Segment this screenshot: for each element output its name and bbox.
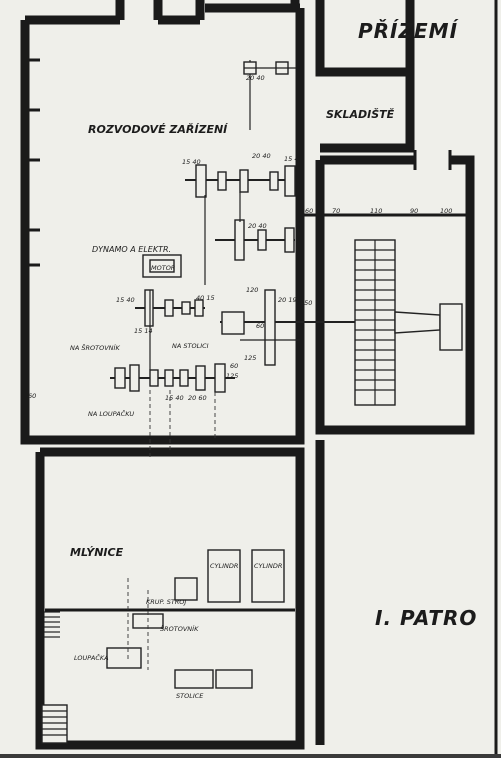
label-cylindr-1: CYLINDR — [210, 562, 238, 570]
dim-3: 90 — [410, 207, 418, 215]
dim-6: 120 — [246, 286, 258, 294]
gear-row4-d — [164, 369, 174, 387]
dim-1: 70 — [332, 207, 340, 215]
dim-16: 20 40 — [248, 222, 267, 230]
label-dynamo: DYNAMO A ELEKTR. — [92, 245, 171, 254]
label-prizemi: PŘÍZEMÍ — [358, 19, 459, 43]
label-skladiste: SKLADIŠTĚ — [326, 107, 395, 121]
label-na-stolici: NA STOLICI — [172, 342, 209, 350]
dim-19: 15 14 — [134, 327, 153, 335]
dim-12: 15 40 — [182, 158, 201, 166]
dim-4: 100 — [440, 207, 452, 215]
gear-row1-a — [195, 164, 207, 198]
label-krup-stroj: KRUP. STROJ — [146, 598, 186, 606]
walls — [20, 0, 498, 754]
krup-stroj — [174, 577, 198, 601]
gear-row2-c — [284, 227, 295, 253]
main-gear-large — [264, 289, 276, 366]
dim-18: 40 15 — [196, 294, 215, 302]
gear-row1-b — [217, 171, 227, 191]
dim-0: 60 — [305, 207, 313, 215]
dim-21: 20 60 — [188, 394, 207, 402]
dim-10: 60 — [230, 362, 238, 370]
label-na-srotovnik: NA ŠROTOVNÍK — [70, 343, 120, 352]
door-machine-room — [413, 150, 452, 170]
label-stolice: STOLICE — [176, 692, 204, 700]
wall-top-rozvodove — [25, 3, 300, 25]
dim-22: 125 — [226, 372, 238, 380]
gear-row3-b — [164, 299, 174, 317]
label-na-loupacku: NA LOUPAČKU — [88, 409, 134, 418]
gear-row4-f — [195, 365, 206, 391]
label-patro: I. PATRO — [375, 606, 477, 630]
gear-row2-b — [257, 229, 267, 251]
label-rozvodove: ROZVODOVÉ ZAŘÍZENÍ — [88, 122, 228, 136]
cylindr-2 — [251, 549, 285, 603]
gear-row4-g — [214, 363, 226, 393]
window-marks-left — [25, 58, 40, 267]
label-motor: MOTOR — [151, 264, 175, 272]
gear-row1-e — [284, 165, 296, 197]
wall-machine-room — [315, 155, 475, 435]
dim-11: 60 — [28, 392, 36, 400]
label-loupacka: LOUPAČKA — [74, 653, 109, 662]
wall-stubs-top — [115, 0, 300, 20]
loupacka-unit — [106, 647, 142, 669]
wheel-paddles — [355, 240, 395, 405]
stairs-lower — [41, 704, 68, 744]
label-srotovnik: ŠROTOVNÍK — [160, 624, 199, 633]
mill-equipment — [41, 549, 295, 744]
label-cylindr-2: CYLINDR — [254, 562, 282, 570]
gear-row3-a — [144, 289, 154, 327]
motor-inner — [149, 259, 175, 273]
stairs-upper — [44, 611, 60, 638]
dim-7: 60 — [256, 322, 264, 330]
gear-row4-c — [149, 369, 159, 387]
gear-row4-a — [114, 367, 126, 389]
label-mlynice: MLÝNICE — [70, 546, 124, 559]
gear-row4-e — [179, 369, 189, 387]
dim-13: 20 40 — [252, 152, 271, 160]
dim-14: 15 40 — [284, 155, 303, 163]
wall-mlynice — [35, 447, 305, 750]
dim-9: 20 190 — [278, 296, 301, 304]
gear-row3-c — [181, 301, 191, 315]
turbine — [300, 213, 470, 406]
coupling — [221, 311, 245, 335]
gear-row3-d — [194, 299, 204, 317]
cylindr-1 — [207, 549, 241, 603]
gear-row2-a — [234, 219, 245, 261]
transmission-gears — [110, 60, 460, 460]
stolice-unit-2 — [215, 669, 253, 689]
gear-row1-d — [269, 171, 279, 191]
bearing — [439, 303, 463, 351]
dim-8: 125 — [244, 354, 256, 362]
gear-row4-b — [129, 364, 140, 392]
dim-17: 15 40 — [116, 296, 135, 304]
dim-20: 15 40 — [165, 394, 184, 402]
dim-2: 110 — [370, 207, 382, 215]
dim-5: 450 — [300, 299, 312, 307]
hub-cone — [394, 311, 441, 334]
stolice-unit-1 — [174, 669, 214, 689]
gear-row1-c — [239, 169, 249, 193]
dim-15: 20 40 — [246, 74, 265, 82]
